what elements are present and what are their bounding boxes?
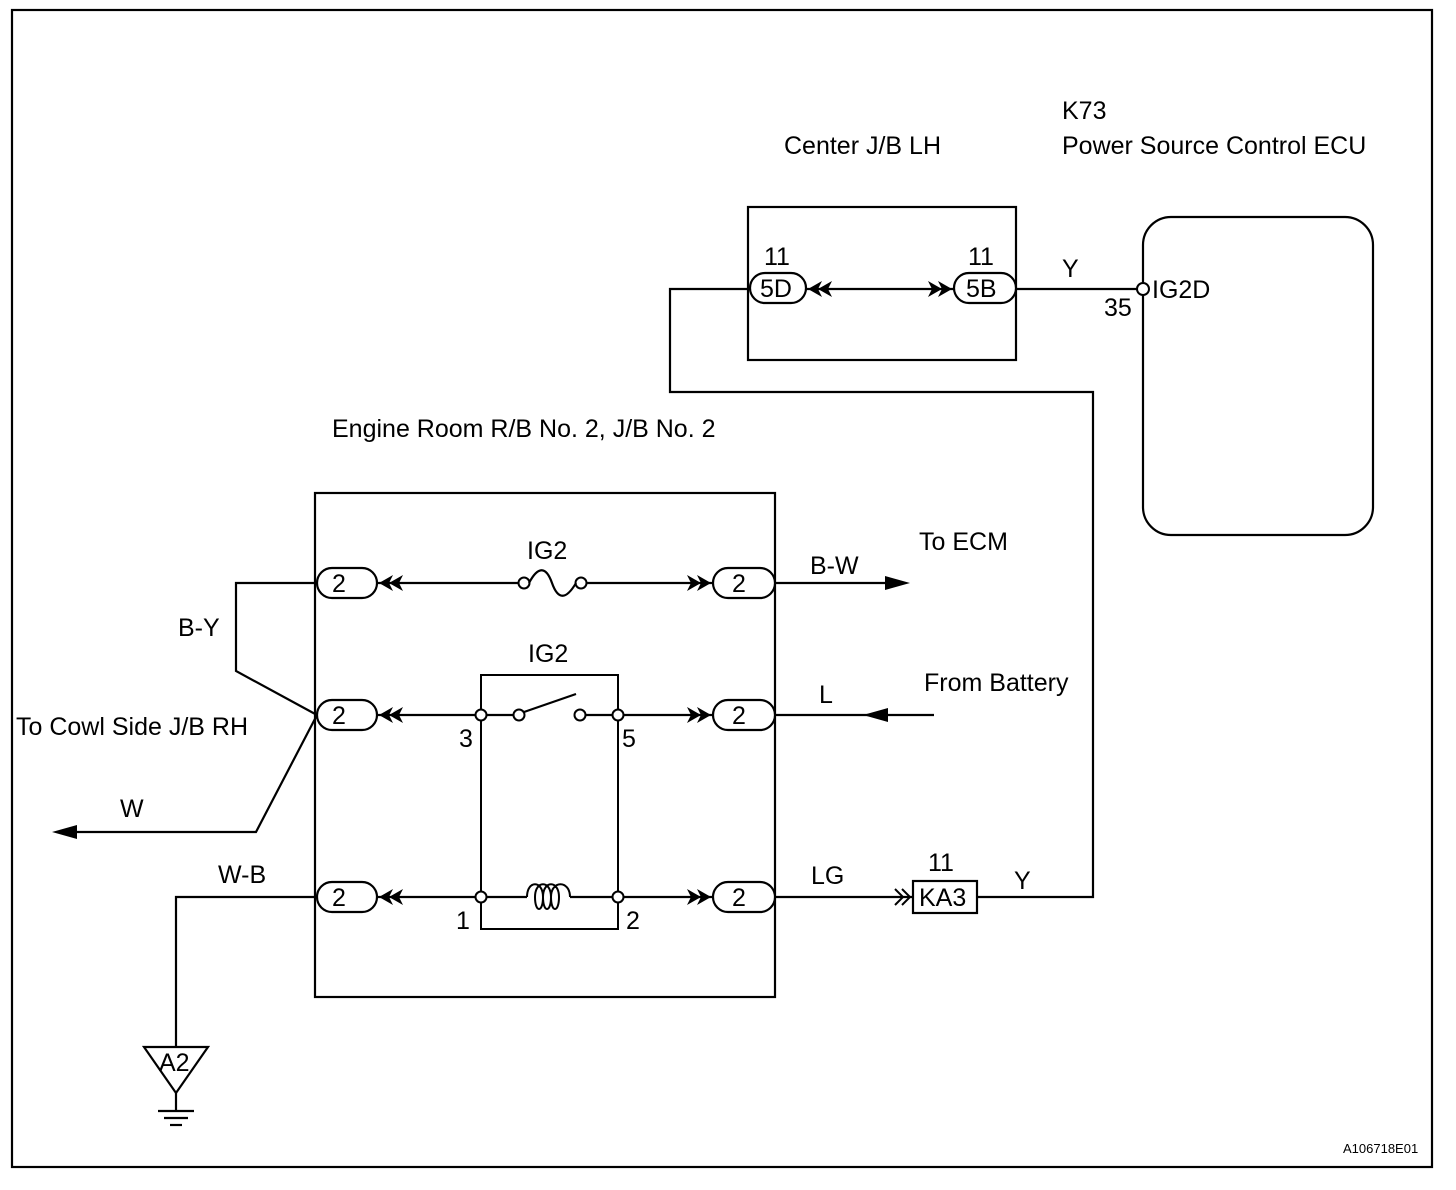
ka3-double-chevron-b xyxy=(901,888,912,906)
relay-pin-1-terminal xyxy=(474,890,488,904)
connector-5b-label: 5B xyxy=(966,275,997,303)
relay-outline-top xyxy=(480,674,619,715)
ground-point-a2-label: A2 xyxy=(159,1049,190,1077)
wire-w-b-label: W-B xyxy=(218,861,266,889)
ecu-terminal-ig2d xyxy=(1136,282,1150,296)
connector-5d-pin: 11 xyxy=(764,243,790,271)
to-cowl-label: To Cowl Side J/B RH xyxy=(16,713,248,741)
rb-connector-right-1: 2 xyxy=(711,566,777,600)
figure-code: A106718E01 xyxy=(1343,1141,1418,1156)
wire-lg-label: LG xyxy=(811,862,844,890)
ecu-terminal-label: IG2D xyxy=(1152,276,1210,304)
connector-5d-label: 5D xyxy=(760,275,792,303)
rb-arrowhead-2b xyxy=(687,575,701,591)
ecu-box xyxy=(1141,215,1375,537)
connector-ka3-label: KA3 xyxy=(919,884,966,912)
wire-w-b xyxy=(174,895,317,1047)
relay-pin-5-terminal xyxy=(611,708,625,722)
relay-coil-icon xyxy=(526,883,571,910)
to-ecm-arrow xyxy=(885,576,910,590)
relay-pin-3-terminal xyxy=(474,708,488,722)
from-battery-arrow xyxy=(863,708,888,722)
rb-connector-right-2-label: 2 xyxy=(732,702,746,730)
from-battery-label: From Battery xyxy=(924,669,1069,697)
wire-w-label: W xyxy=(120,795,144,823)
relay-switch-blade xyxy=(523,692,577,714)
rb-arrowhead-2a xyxy=(697,575,711,591)
to-cowl-arrow xyxy=(52,825,77,839)
connector-ka3: KA3 11 xyxy=(911,849,979,915)
fuse-ig2-icon xyxy=(528,569,577,597)
connector-ka3-pin: 11 xyxy=(928,849,954,877)
jb-arrowhead-right xyxy=(938,281,952,297)
ecu-pin-label: 35 xyxy=(1104,294,1132,322)
ka3-double-chevron-a xyxy=(894,888,905,906)
relay-pin-3-label: 3 xyxy=(459,725,473,753)
relay-contact-left xyxy=(512,708,526,722)
rb-arrowhead-1a xyxy=(379,575,393,591)
wire-y-top-label: Y xyxy=(1062,255,1079,283)
jb-arrowhead-right-b xyxy=(928,281,942,297)
rb-connector-left-3: 2 xyxy=(315,880,379,914)
engine-room-label: Engine Room R/B No. 2, J/B No. 2 xyxy=(332,415,716,443)
center-jb-label: Center J/B LH xyxy=(784,132,941,160)
relay-contact-right xyxy=(573,708,587,722)
rb-connector-left-1-label: 2 xyxy=(332,570,346,598)
jb-arrowhead-left xyxy=(808,281,822,297)
wire-b-w-label: B-W xyxy=(810,552,859,580)
ground-point-a2-icon xyxy=(141,1045,211,1095)
relay-pin-5-label: 5 xyxy=(622,725,636,753)
connector-5b-pin: 11 xyxy=(968,243,994,271)
wire-w xyxy=(75,714,318,834)
connector-5d: 5D 11 xyxy=(748,243,808,305)
relay-outline-bottom xyxy=(480,715,619,930)
relay-pin-2-label: 2 xyxy=(626,907,640,935)
wire-l-label: L xyxy=(819,681,833,709)
rb-connector-left-2-label: 2 xyxy=(332,702,346,730)
rb-connector-left-1: 2 xyxy=(315,566,379,600)
jb-arrowhead-left-b xyxy=(818,281,832,297)
fuse-ig2-label: IG2 xyxy=(527,537,567,565)
relay-pin-2-terminal xyxy=(611,890,625,904)
k73-label: K73 xyxy=(1062,97,1106,125)
to-ecm-label: To ECM xyxy=(919,528,1008,556)
rb-arrowhead-1b xyxy=(389,575,403,591)
rb-connector-right-2: 2 xyxy=(711,698,777,732)
rb-connector-left-2: 2 xyxy=(315,698,379,732)
relay-pin-1-label: 1 xyxy=(456,907,470,935)
wire-y-bottom-label: Y xyxy=(1014,867,1031,895)
rb-connector-left-3-label: 2 xyxy=(332,884,346,912)
diagram-frame xyxy=(10,8,1434,1169)
engine-room-rb-box xyxy=(313,491,777,999)
rb-connector-right-3: 2 xyxy=(711,880,777,914)
fuse-terminal-left xyxy=(517,576,531,590)
connector-5b: 5B 11 xyxy=(952,243,1018,305)
ecu-name-label: Power Source Control ECU xyxy=(1062,132,1366,160)
wire-y-jb-to-ka3 xyxy=(668,287,1095,899)
wire-b-y xyxy=(234,581,318,716)
rb-connector-right-3-label: 2 xyxy=(732,884,746,912)
fuse-terminal-right xyxy=(574,576,588,590)
wire-b-y-label: B-Y xyxy=(178,614,220,642)
relay-ig2-label: IG2 xyxy=(528,640,568,668)
rb-connector-right-1-label: 2 xyxy=(732,570,746,598)
